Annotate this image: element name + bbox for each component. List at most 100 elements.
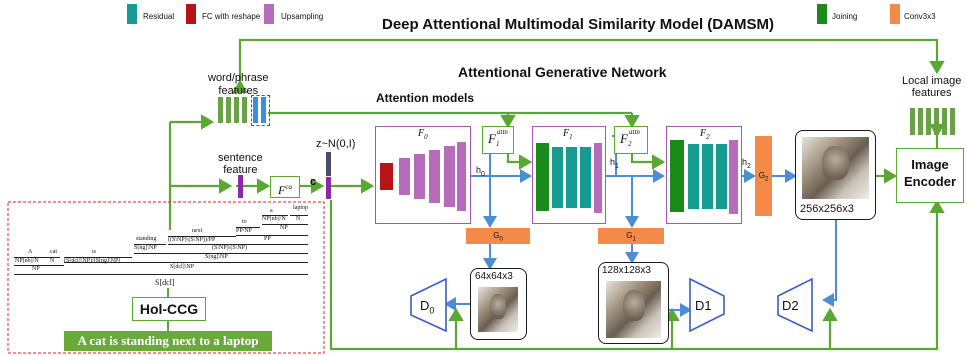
f1-join-bar <box>536 143 549 211</box>
generated-image-256 <box>802 137 869 199</box>
f2-join-bar <box>670 140 684 212</box>
f0-up-bar <box>414 154 425 199</box>
legend-label-conv: Conv3x3 <box>904 12 936 21</box>
d0-sub: 0 <box>429 305 435 316</box>
ccg-derived: (S\NP)\(S\NP) <box>212 245 248 251</box>
f0-up-bar <box>457 142 466 211</box>
image-encoder-box: Image Encoder <box>896 148 964 203</box>
g0-block: G0 <box>466 228 530 244</box>
ccg-lex: NP[nb]/N <box>262 216 286 222</box>
g2-sub: 2 <box>764 176 769 183</box>
ccg-word: cat <box>50 249 57 255</box>
ccg-lex: ((S\NP)\(S\NP))/PP <box>168 237 216 243</box>
phrase-highlight-box <box>251 95 270 126</box>
ccg-word: standing <box>136 236 157 242</box>
local-bar <box>950 108 955 135</box>
phrase-bar <box>261 97 266 123</box>
ccg-lex: N <box>50 258 55 264</box>
holccg-label: Hol-CCG <box>139 301 199 317</box>
f1-up-bar <box>594 143 602 213</box>
local-bar <box>918 108 923 135</box>
ccg-word: to <box>242 219 247 225</box>
ccg-rule <box>134 244 166 245</box>
legend-swatch-fc <box>186 4 196 24</box>
legend-label-upsampling: Upsampling <box>281 12 324 21</box>
local-features-label: Local image features <box>902 75 961 99</box>
h1-text: h <box>610 157 616 167</box>
damsm-title: Deep Attentional Multimodal Similarity M… <box>382 16 774 33</box>
ccg-rule <box>168 236 236 237</box>
c-label: c <box>310 176 317 188</box>
ccg-root: S[dcl] <box>155 278 175 287</box>
image-encoder-label: Image Encoder <box>903 157 956 189</box>
f2-attn-sub: 2 <box>628 140 632 148</box>
size-256-label: 256x256x3 <box>800 203 854 215</box>
ccg-lex: S[ng]\NP <box>134 245 157 251</box>
h0-text: h <box>476 165 482 175</box>
f0-label-text: F <box>418 128 425 139</box>
h1-label: h1 <box>610 157 619 170</box>
f0-up-bar <box>429 150 440 203</box>
image-64-panel: 64x64x3 <box>470 268 527 340</box>
word-features-text: word/phrase features <box>208 72 269 97</box>
legend-label-joining: Joining <box>832 12 858 21</box>
ccg-derived: S[ng]\NP <box>205 254 228 260</box>
g0-sub: 0 <box>499 236 503 243</box>
ccg-rule <box>262 224 308 225</box>
ccg-rule <box>14 257 48 258</box>
h2-text: h <box>742 157 748 167</box>
ccg-rule <box>64 262 308 263</box>
image-256-panel: 256x256x3 <box>795 130 876 220</box>
legend-swatch-residual <box>127 4 137 24</box>
h0-label: h0 <box>476 165 485 178</box>
ccg-rule <box>236 235 308 236</box>
f1-attn-sup: attn <box>497 128 508 136</box>
h0-sub: 0 <box>481 170 485 178</box>
input-sentence-box: A cat is standing next to a laptop <box>64 331 272 351</box>
legend-swatch-joining <box>817 4 827 24</box>
f2-res-bar <box>716 144 727 209</box>
ccg-word: next <box>192 228 203 234</box>
f0-fc-bar <box>380 163 393 190</box>
f2-attn-box: F attn 2 <box>614 126 648 154</box>
d2-shape <box>777 277 813 333</box>
ccg-lex: (S[dcl]\NP)/(S[ng]\NP) <box>64 258 121 264</box>
d0-label: D0 <box>420 298 434 316</box>
g1-block: G1 <box>598 228 664 244</box>
f2-attn-label: F <box>620 131 628 146</box>
z-noise-label: z~N(0,I) <box>316 138 356 150</box>
f2-label-text: F <box>700 128 707 139</box>
f2-sub: 2 <box>706 133 710 141</box>
f1-res-bar <box>552 147 563 208</box>
ccg-rule <box>64 257 132 258</box>
ccg-derived: S[dcl]\NP <box>170 264 194 270</box>
f2-label: F2 <box>700 128 710 141</box>
sentence-bar <box>238 175 243 198</box>
local-features-text: Local image features <box>902 75 962 99</box>
f0-label: F0 <box>418 128 428 141</box>
ccg-derived: NP <box>32 266 40 272</box>
f2-up-bar <box>729 140 738 214</box>
sentence-feature-label: sentence feature <box>218 152 263 176</box>
local-bar <box>910 108 915 135</box>
ccg-word: A <box>28 249 33 255</box>
ccg-rule <box>48 257 60 258</box>
local-bar <box>926 108 931 135</box>
word-bar <box>242 97 247 123</box>
holccg-box: Hol-CCG <box>132 297 206 321</box>
ccg-word: is <box>92 249 97 255</box>
ccg-rule <box>168 244 308 245</box>
legend-label-fc: FC with reshape <box>202 12 261 21</box>
word-bar <box>226 97 231 123</box>
legend-swatch-conv <box>890 4 900 24</box>
ccg-lex: NP[nb]/N <box>15 258 39 264</box>
h2-sub: 2 <box>747 162 751 170</box>
g1-sub: 1 <box>632 236 636 243</box>
ccg-rule <box>290 215 308 216</box>
f1-sub: 1 <box>569 133 573 141</box>
phrase-bar <box>253 97 258 123</box>
fca-box: Fca <box>270 176 300 198</box>
ccg-word: laptop <box>293 205 308 211</box>
ccg-derived: NP <box>280 225 288 231</box>
